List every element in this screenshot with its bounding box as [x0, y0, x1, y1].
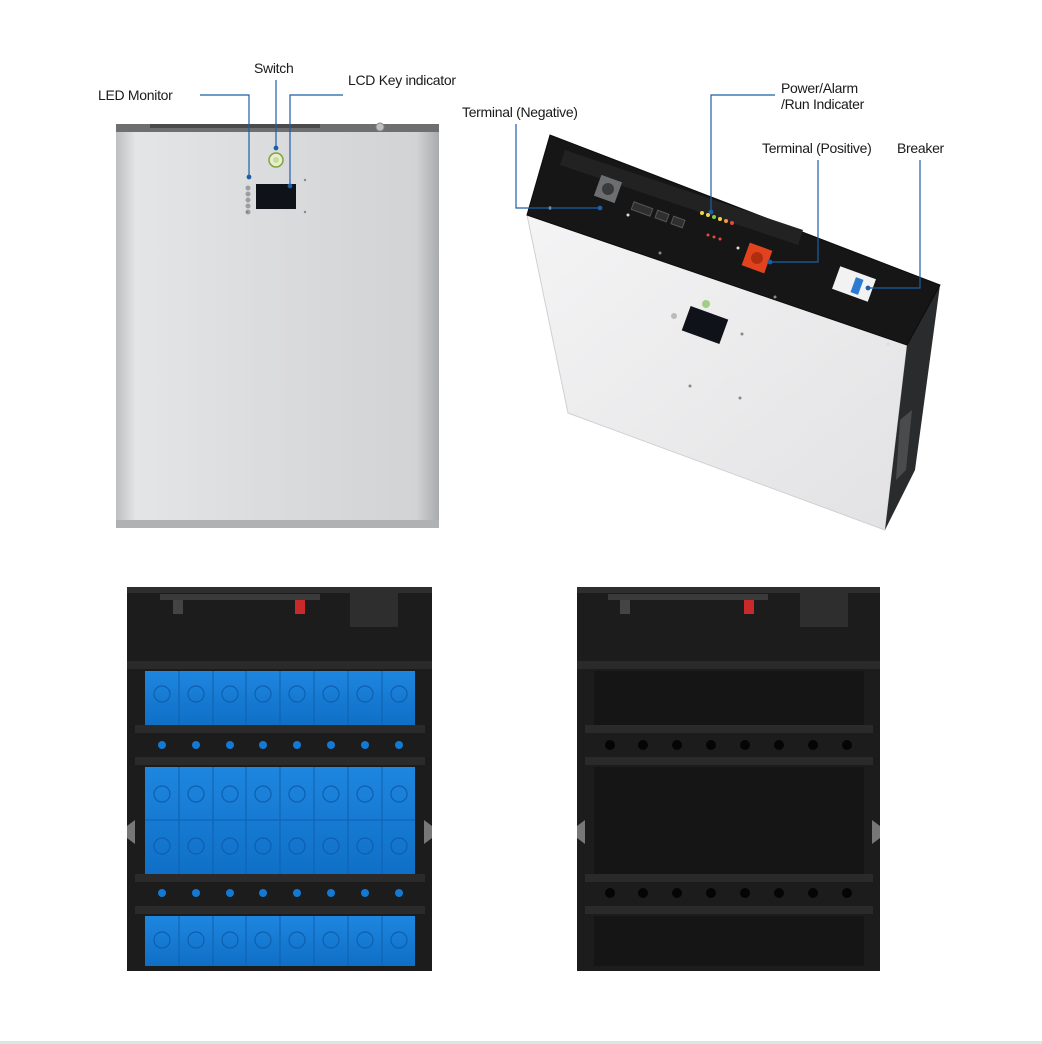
led-monitor-dots: [245, 185, 251, 215]
lcd-key-indicator-label: LCD Key indicator: [348, 72, 456, 88]
mount-holes-row-1: [158, 741, 403, 749]
terminal-negative-label: Terminal (Negative): [462, 104, 578, 120]
front-view: [116, 122, 439, 528]
front-leader-lines: [200, 80, 343, 189]
lcd-screen-perspective: [681, 305, 729, 345]
cell-row-1: [145, 671, 415, 726]
footer-divider: [0, 1041, 1042, 1044]
breaker-switch: [832, 266, 876, 302]
terminal-positive-label: Terminal (Positive): [762, 140, 872, 156]
led-monitor-label: LED Monitor: [98, 87, 173, 103]
mount-holes-row-2: [158, 889, 403, 897]
cell-row-4: [145, 916, 415, 966]
indicator-leds: [700, 211, 734, 241]
perspective-leader-lines: [515, 94, 921, 291]
interior-with-cells: [127, 587, 432, 971]
power-alarm-run-label: Power/Alarm /Run Indicater: [781, 80, 864, 112]
interior-empty-frame: [577, 587, 880, 971]
switch-label: Switch: [254, 60, 294, 76]
breaker-label: Breaker: [897, 140, 944, 156]
top-perspective-view: [526, 134, 941, 531]
cell-row-2-3: [145, 767, 415, 875]
